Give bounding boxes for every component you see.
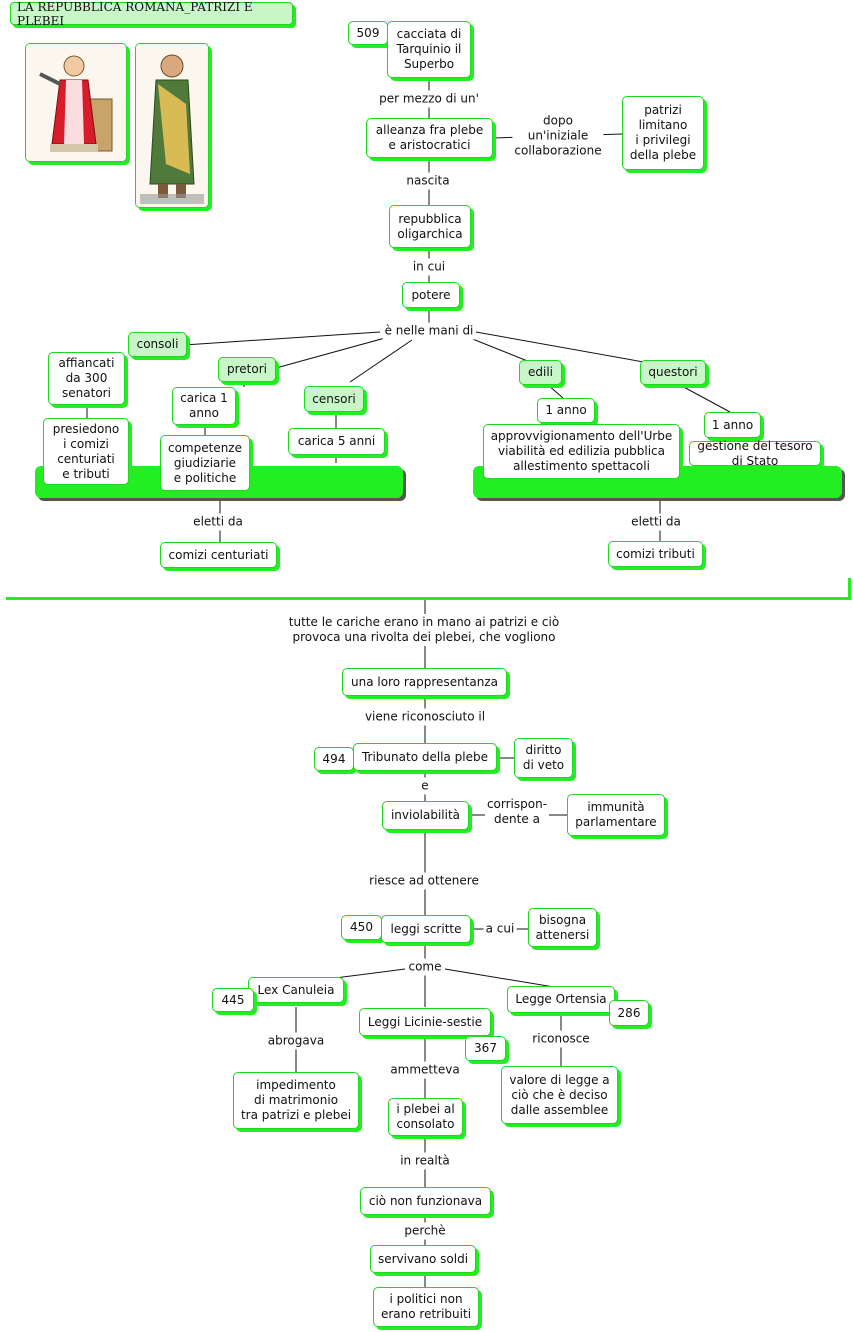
leggi-scritte-node: leggi scritte: [381, 915, 471, 943]
section-divider: [6, 597, 851, 600]
legge-ortensia-node: Legge Ortensia: [507, 986, 615, 1013]
consoli-node: consoli: [128, 332, 187, 357]
label-abrogava: abrogava: [265, 1032, 327, 1050]
year-494: 494: [314, 747, 354, 771]
plebeian-portrait-icon: [135, 43, 209, 208]
politici-node: i politici non erano retribuiti: [373, 1287, 479, 1327]
patrician-portrait-icon: [25, 43, 127, 162]
lex-canuleia-node: Lex Canuleia: [248, 977, 344, 1003]
carica-5-anni-node: carica 5 anni: [288, 428, 385, 455]
questori-1-anno-node: 1 anno: [704, 412, 761, 438]
label-tutte-cariche: tutte le cariche erano in mano ai patriz…: [272, 614, 576, 646]
pretori-node: pretori: [218, 357, 276, 382]
section-divider-end: [848, 578, 851, 600]
inviolabilita-node: inviolabilità: [382, 801, 469, 830]
label-riconosciuto: viene riconosciuto il: [362, 708, 488, 726]
label-per-mezzo: per mezzo di un': [377, 90, 481, 108]
repubblica-node: repubblica oligarchica: [389, 205, 471, 248]
year-509: 509: [348, 21, 388, 45]
label-corrisponde: corrispon- dente a: [484, 796, 550, 828]
label-a-cui: a cui: [483, 920, 517, 938]
carica-1-anno-node: carica 1 anno: [172, 387, 236, 425]
year-367: 367: [465, 1036, 506, 1061]
potere-node: potere: [402, 282, 460, 308]
label-in-realta: in realtà: [398, 1152, 452, 1170]
label-in-cui: in cui: [410, 258, 448, 276]
presiedono-node: presiedono i comizi centuriati e tributi: [43, 418, 129, 485]
servivano-soldi-node: servivano soldi: [370, 1245, 476, 1273]
competenze-node: competenze giudiziarie e politiche: [160, 435, 250, 491]
comizi-centuriati-node: comizi centuriati: [160, 542, 277, 568]
gestione-tesoro-node: gestione del tesoro di Stato: [689, 439, 821, 468]
leggi-licinie-node: Leggi Licinie-sestie: [359, 1008, 491, 1036]
year-445: 445: [212, 988, 254, 1012]
label-riesce: riesce ad ottenere: [367, 872, 481, 890]
impedimento-node: impedimento di matrimonio tra patrizi e …: [233, 1072, 359, 1129]
immunita-node: immunità parlamentare: [567, 794, 665, 836]
alleanza-node: alleanza fra plebe e aristocratici: [366, 118, 493, 158]
affiancati-node: affiancati da 300 senatori: [48, 352, 125, 405]
comizi-tributi-node: comizi tributi: [608, 541, 703, 567]
label-nascita: nascita: [404, 172, 452, 190]
non-funzionava-node: ciò non funzionava: [360, 1187, 491, 1215]
tribunato-node: Tribunato della plebe: [353, 743, 497, 771]
label-perche: perchè: [402, 1222, 448, 1240]
year-450: 450: [341, 915, 382, 940]
plebei-consolato-node: i plebei al consolato: [388, 1098, 463, 1136]
questori-node: questori: [640, 360, 706, 385]
valore-legge-node: valore di legge a ciò che è deciso dalle…: [501, 1066, 618, 1124]
edili-1-anno-node: 1 anno: [537, 398, 595, 423]
edili-node: edili: [519, 360, 562, 385]
label-riconosce: riconosce: [530, 1030, 592, 1048]
label-ammetteva: ammetteva: [388, 1061, 462, 1079]
map-title: LA REPUBBLICA ROMANA_PATRIZI E PLEBEI: [10, 0, 293, 28]
bisogna-attenersi-node: bisogna attenersi: [528, 908, 597, 947]
diritto-veto-node: diritto di veto: [514, 738, 573, 778]
rappresentanza-node: una loro rappresentanza: [342, 668, 507, 696]
label-nelle-mani: è nelle mani di: [382, 322, 476, 340]
approvvigionamento-node: approvvigionamento dell'Urbe viabilità e…: [483, 424, 680, 479]
label-eletti-da-left: eletti da: [191, 513, 245, 531]
cacciata-node: cacciata di Tarquinio il Superbo: [387, 21, 471, 78]
label-e: e: [419, 777, 431, 795]
label-eletti-da-right: eletti da: [629, 513, 683, 531]
label-come: come: [406, 958, 444, 976]
label-dopo: dopo un'iniziale collaborazione: [512, 112, 604, 160]
censori-node: censori: [304, 386, 364, 412]
patrizi-limitano-node: patrizi limitano i privilegi della plebe: [622, 96, 704, 170]
year-286: 286: [609, 1000, 649, 1026]
